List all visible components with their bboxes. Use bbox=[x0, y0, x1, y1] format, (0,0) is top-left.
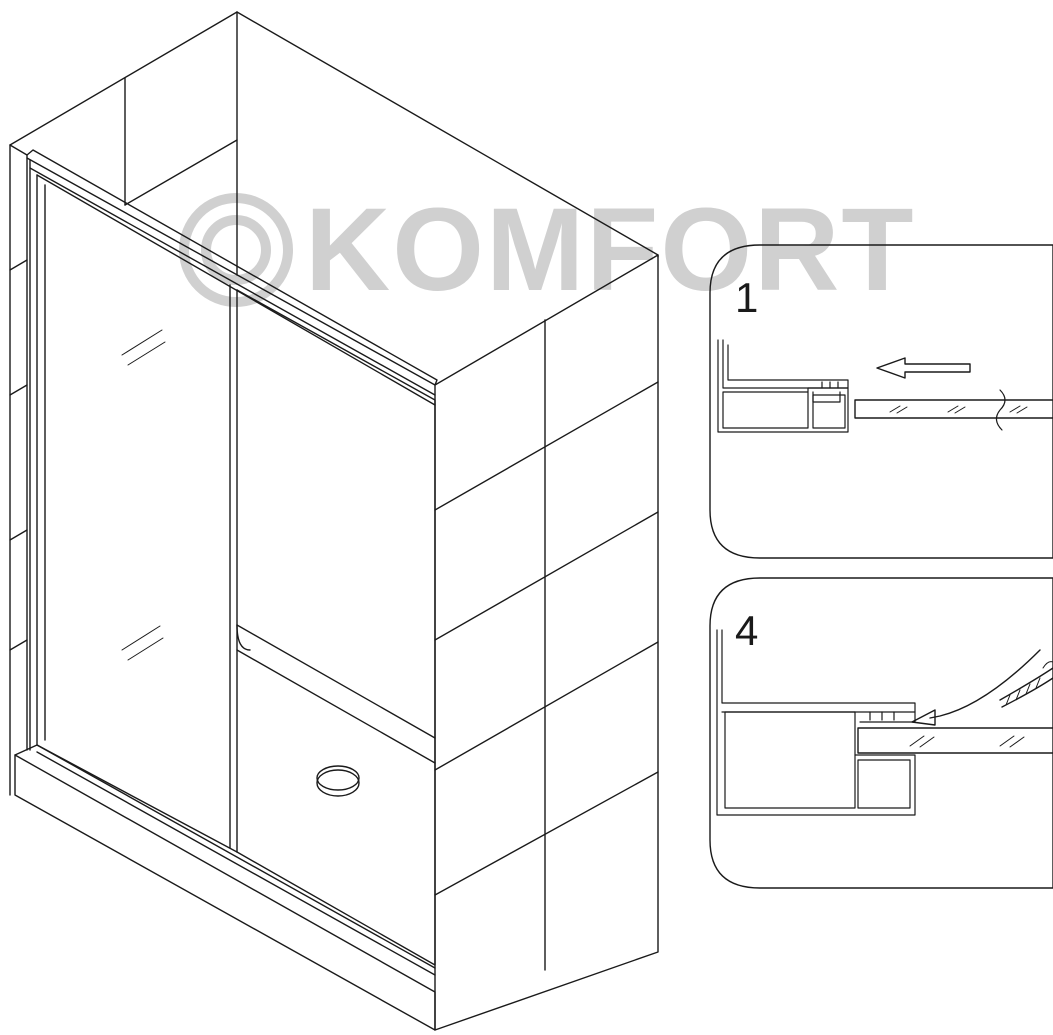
detail-panel-4: 4 bbox=[709, 577, 1053, 889]
seal-strip-icon bbox=[999, 667, 1053, 708]
watermark-logo-icon bbox=[179, 193, 293, 307]
sliding-door bbox=[236, 289, 436, 966]
detail-step-number: 1 bbox=[735, 274, 758, 321]
watermark-text: KOMFORT bbox=[305, 184, 915, 316]
drain-icon bbox=[316, 769, 360, 797]
insert-arrow-icon bbox=[929, 649, 1041, 719]
left-wall bbox=[9, 144, 28, 796]
aluminium-profile-icon bbox=[717, 339, 849, 433]
top-rail bbox=[26, 149, 438, 406]
glass-sheet-icon bbox=[854, 389, 1053, 431]
glass-reflection-icon bbox=[121, 329, 166, 661]
insert-arrow-icon bbox=[876, 357, 971, 379]
enclosure bbox=[9, 11, 659, 1031]
aluminium-profile-icon bbox=[716, 629, 916, 816]
front-panel bbox=[36, 174, 238, 853]
detail-panel-1: 1 bbox=[709, 244, 1053, 559]
shower-tray bbox=[14, 754, 436, 1031]
watermark: KOMFORT bbox=[179, 184, 915, 316]
detail-step-number: 4 bbox=[735, 607, 758, 654]
glass-sheet-icon bbox=[857, 727, 1053, 754]
right-wall bbox=[434, 254, 659, 1031]
